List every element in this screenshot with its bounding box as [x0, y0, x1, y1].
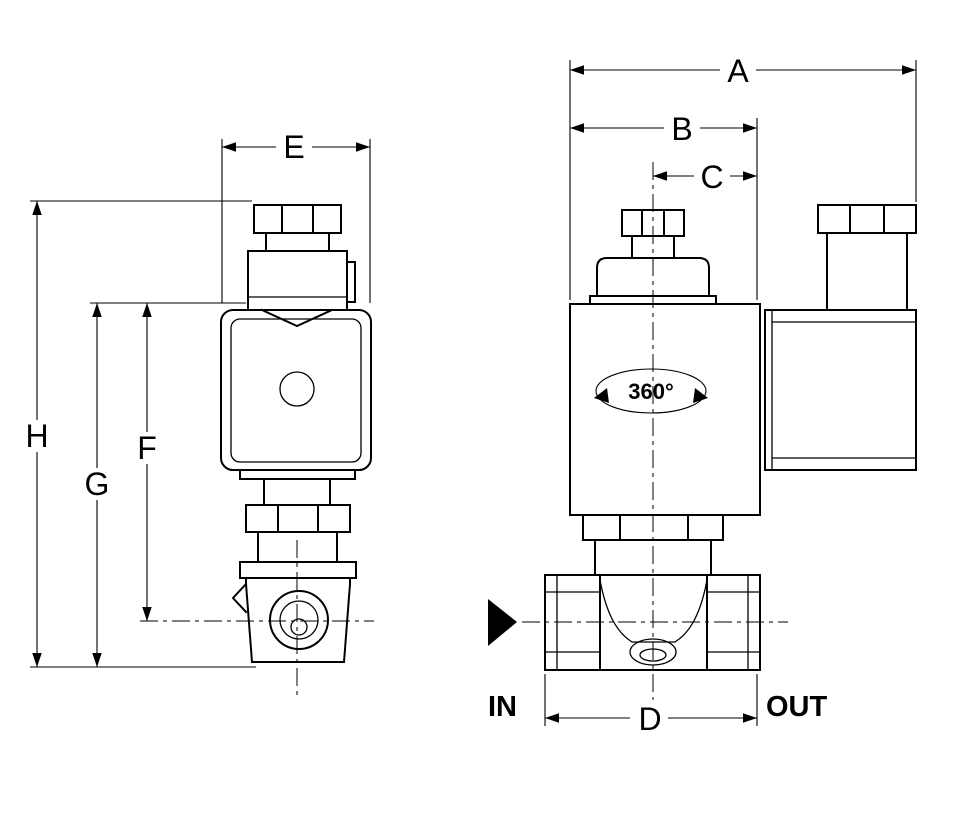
dim-label-e: E — [283, 129, 304, 165]
right-view: 360° IN OUT — [488, 162, 917, 723]
right-view-outline — [544, 204, 917, 671]
dim-label-g: G — [85, 466, 110, 502]
dimension-b: B — [570, 111, 758, 300]
rotation-label: 360° — [628, 379, 674, 404]
dim-label-f: F — [137, 430, 157, 466]
dim-label-h: H — [25, 418, 48, 454]
dim-label-d: D — [638, 701, 661, 737]
dimension-g: G — [85, 302, 246, 667]
right-view-centerlines — [522, 162, 788, 700]
dim-label-a: A — [727, 53, 749, 89]
left-view-centerlines — [140, 540, 374, 696]
dim-label-c: C — [700, 159, 723, 195]
dim-label-b: B — [671, 111, 692, 147]
dimension-a: A — [569, 53, 917, 300]
inlet-label: IN — [488, 691, 517, 723]
flow-direction-arrow-icon — [488, 599, 517, 646]
rotation-arrow-left-icon — [594, 388, 609, 403]
left-view — [140, 204, 374, 696]
dimension-c: C — [653, 159, 757, 195]
dimension-h: H — [25, 200, 256, 668]
left-view-outline — [220, 204, 372, 663]
rotation-arrow-right-icon — [693, 388, 708, 403]
outlet-label: OUT — [766, 691, 828, 723]
rotation-annotation: 360° — [594, 368, 708, 414]
dimension-e: E — [221, 129, 371, 303]
dimension-d: D — [544, 674, 758, 737]
dimension-f: F — [137, 303, 157, 621]
